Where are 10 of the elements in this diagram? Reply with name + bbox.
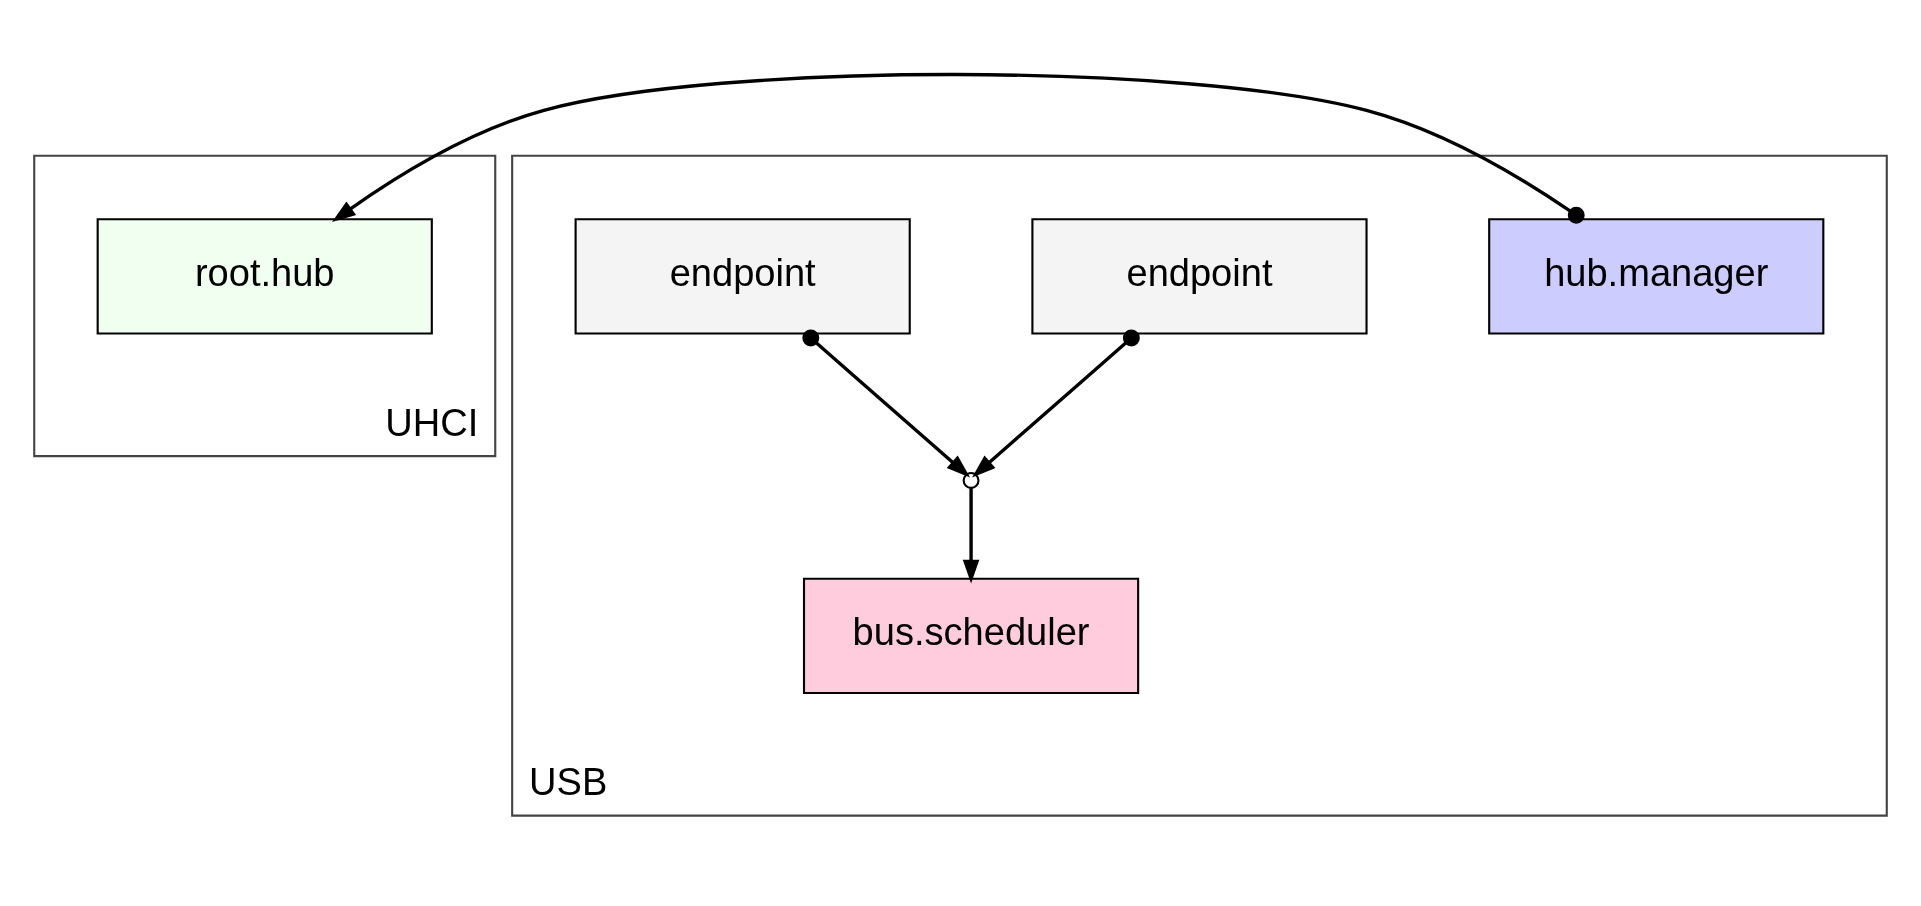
node-circle (962, 471, 980, 489)
arrow (972, 329, 1140, 477)
arrow (332, 72, 1585, 224)
node-box: endpoint (1031, 217, 1368, 334)
node-box: bus.scheduler (802, 577, 1140, 694)
node-box: hub.manager (1488, 217, 1825, 334)
node-box: endpoint (574, 217, 911, 334)
arrow (802, 329, 971, 477)
node-box: root.hub (96, 217, 433, 334)
arrow (962, 487, 980, 583)
